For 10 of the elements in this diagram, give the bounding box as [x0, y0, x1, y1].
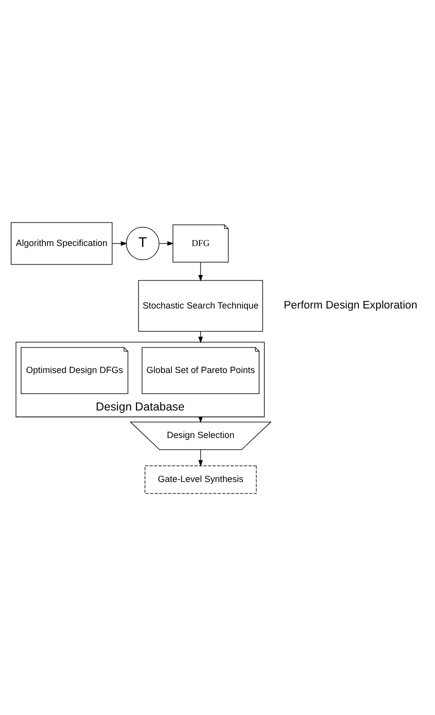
node-circle: T: [126, 226, 160, 260]
arrow: [198, 448, 203, 466]
arrow: [112, 240, 128, 246]
arrow: [158, 240, 174, 246]
node-box: Gate-Level Synthesis: [144, 464, 257, 494]
node-box: Algorithm Specification: [10, 222, 112, 264]
arrow: [198, 261, 203, 281]
arrow: [198, 330, 203, 343]
label: Perform Design Exploration: [284, 299, 418, 312]
node-box: Stochastic Search Technique: [138, 280, 264, 332]
